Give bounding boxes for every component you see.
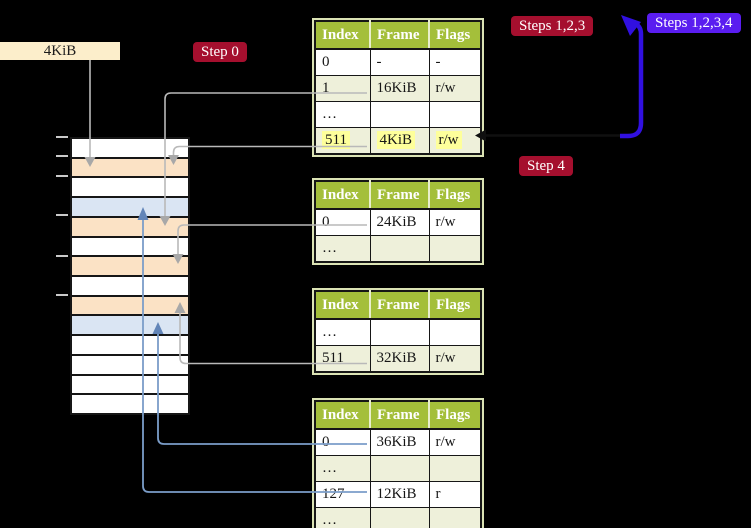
column-header: Flags [428,401,481,430]
steps-loop-arrow [620,22,644,139]
table-cell: r/w [428,75,482,102]
memory-frame-row-white [72,353,188,374]
table-cell [428,101,482,128]
memory-frame-row-peach [72,294,188,315]
memory-frame-row-peach [72,255,188,276]
table-cell: - [428,48,482,76]
highlighted-value: 4KiB [376,131,416,149]
column-header: Index [315,401,370,430]
table-cell: 4KiB [369,127,430,155]
highlighted-value: r/w [435,131,462,149]
memory-frame-row-white [72,235,188,256]
steps-loop-arrowhead [621,15,641,36]
table-cell: 36KiB [369,428,430,456]
table-cell [369,318,430,346]
tick-mark [56,175,68,177]
table-cell: … [314,101,371,128]
table-cell [428,318,482,346]
table-cell: 0 [314,208,371,236]
memory-frame-row-peach [72,156,188,177]
table-cell: 16KiB [369,75,430,102]
table-cell [369,455,430,482]
memory-frame-row-white [72,176,188,197]
table-cell: … [314,235,371,263]
table-row: … [314,318,482,346]
table-cell: 1 [314,75,371,102]
column-header: Frame [369,181,429,210]
table-cell [369,235,430,263]
steps1234-badge: Steps 1,2,3,4 [647,13,741,33]
table-cell: 0 [314,48,371,76]
column-header: Index [315,291,370,320]
table-cell: … [314,507,371,528]
table-cell: r/w [428,208,482,236]
tick-mark [56,214,68,216]
memory-frame-row-white [72,334,188,354]
table-cell: 511 [314,345,371,373]
column-header: Frame [369,291,429,320]
column-header: Flags [428,291,481,320]
step0-badge: Step 0 [193,42,247,62]
table-cell: r/w [428,127,482,155]
table-cell: - [369,48,430,76]
table-cell: 0 [314,428,371,456]
column-header: Frame [369,21,429,50]
table-cell: 511 [314,127,371,155]
memory-frame-row-blue [72,196,188,216]
table-cell: 127 [314,481,371,508]
table-row: … [314,455,482,482]
memory-frame-row-white [72,373,188,394]
table-cell: r [428,481,482,508]
steps123-badge: Steps 1,2,3 [511,16,594,36]
table-cell [369,507,430,528]
table-cell: 32KiB [369,345,430,373]
table-cell: 24KiB [369,208,430,236]
column-header: Frame [369,401,429,430]
column-header: Flags [428,21,481,50]
table-cell: r/w [428,345,482,373]
step4-badge: Step 4 [519,156,573,176]
highlighted-value: 511 [322,131,350,149]
table-row: 0-- [314,48,482,76]
tick-mark [56,294,68,296]
memory-frame-row-blue [72,314,188,335]
table-cell: … [314,318,371,346]
tick-mark [56,136,68,138]
tick-mark [56,255,68,257]
table-cell [369,101,430,128]
table-row: … [314,507,482,528]
table-cell [428,455,482,482]
column-header: Index [315,181,370,210]
memory-frame-row-white [72,393,188,414]
memory-frame-row-peach [72,215,188,236]
frame-size-label: 4KiB [0,42,120,60]
memory-frame-row-white [72,139,188,157]
column-header: Index [315,21,370,50]
column-header: Flags [428,181,481,210]
memory-frame-row-white [72,275,188,295]
table-row: … [314,235,482,263]
tick-mark [56,155,68,157]
table-cell: … [314,455,371,482]
table-cell [428,235,482,263]
table-cell: r/w [428,428,482,456]
table-cell: 12KiB [369,481,430,508]
table-row: … [314,101,482,128]
physical-memory-stack [70,137,190,415]
table-row: 511 4KiB r/w [314,127,482,155]
table-cell [428,507,482,528]
